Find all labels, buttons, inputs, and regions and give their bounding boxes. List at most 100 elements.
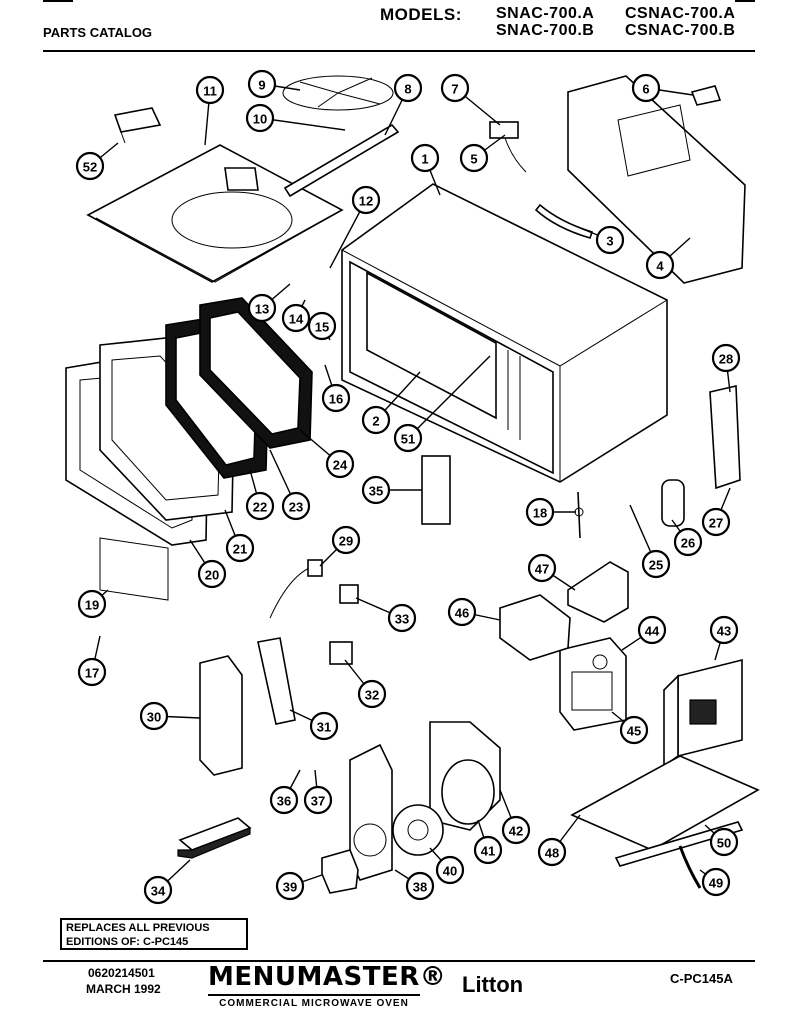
callout-number: 48 <box>545 846 559 861</box>
callout-number: 50 <box>717 836 731 851</box>
callout-number: 23 <box>289 500 303 515</box>
callout-number: 33 <box>395 612 409 627</box>
callout-number: 42 <box>509 824 523 839</box>
callout-14: 14 <box>281 303 311 333</box>
model-name: SNAC-700.B <box>496 22 595 39</box>
callout-number: 45 <box>627 724 641 739</box>
callout-circle <box>357 679 387 709</box>
callout-circle <box>525 497 555 527</box>
callout-circle <box>393 423 423 453</box>
callout-number: 8 <box>404 82 411 97</box>
callout-number: 14 <box>289 312 304 327</box>
callout-5: 5 <box>459 143 489 173</box>
callout-circle <box>701 867 731 897</box>
waveguide-bar-8 <box>283 123 400 198</box>
replaces-line: REPLACES ALL PREVIOUS <box>66 922 210 934</box>
callout-number: 12 <box>359 194 373 209</box>
callout-47: 47 <box>527 553 557 583</box>
diode-18 <box>574 491 584 539</box>
callout-15: 15 <box>307 311 337 341</box>
callout-leader-51 <box>407 355 491 439</box>
callout-6: 6 <box>631 73 661 103</box>
cable-3 <box>534 203 594 239</box>
callout-49: 49 <box>701 867 731 897</box>
callout-number: 9 <box>258 78 265 93</box>
callout-number: 3 <box>606 234 613 249</box>
callout-number: 27 <box>709 516 723 531</box>
callout-circle <box>143 875 173 905</box>
callout-circle <box>459 143 489 173</box>
callout-34: 34 <box>143 875 173 905</box>
callout-52: 52 <box>75 151 105 181</box>
callout-number: 16 <box>329 392 343 407</box>
callout-28: 28 <box>711 343 741 373</box>
callout-23: 23 <box>281 491 311 521</box>
callout-circle <box>527 553 557 583</box>
callout-circle <box>637 615 667 645</box>
bracket-52 <box>113 107 162 144</box>
callout-13: 13 <box>247 293 277 323</box>
callout-circle <box>75 151 105 181</box>
callout-number: 25 <box>649 558 663 573</box>
callout-37: 37 <box>303 785 333 815</box>
callout-number: 32 <box>365 688 379 703</box>
switch-35 <box>421 455 451 525</box>
callout-number: 41 <box>481 844 495 859</box>
callout-number: 21 <box>233 542 247 557</box>
callout-21: 21 <box>225 533 255 563</box>
callout-circle <box>303 785 333 815</box>
callout-51: 51 <box>393 423 423 453</box>
brand-logo: MENUMASTER® <box>208 962 447 992</box>
callout-42: 42 <box>501 815 531 845</box>
callout-33: 33 <box>387 603 417 633</box>
callout-43: 43 <box>709 615 739 645</box>
callout-38: 38 <box>405 871 435 901</box>
callout-11: 11 <box>195 75 225 105</box>
callout-circle <box>435 855 465 885</box>
callout-number: 6 <box>642 82 649 97</box>
callout-circle <box>701 507 731 537</box>
callout-circle <box>247 293 277 323</box>
callout-45: 45 <box>619 715 649 745</box>
callout-number: 22 <box>253 500 267 515</box>
capacitor-26 <box>661 479 685 527</box>
callout-circle <box>473 835 503 865</box>
callout-circle <box>619 715 649 745</box>
callout-circle <box>447 597 477 627</box>
callout-number: 11 <box>203 84 217 99</box>
callout-number: 40 <box>443 864 457 879</box>
callout-number: 18 <box>533 506 547 521</box>
callout-leader-10 <box>259 117 346 131</box>
callout-circle <box>361 475 391 505</box>
door-seal-24 <box>199 297 313 449</box>
brand-subtitle: COMMERCIAL MICROWAVE OVEN <box>208 994 420 1009</box>
cavity-top-plate <box>86 144 344 283</box>
callout-number: 5 <box>470 152 477 167</box>
callout-circle <box>673 527 703 557</box>
callout-circle <box>645 250 675 280</box>
callout-number: 31 <box>317 720 331 735</box>
header-rule-right <box>735 0 755 2</box>
callout-48: 48 <box>537 837 567 867</box>
harness-29 <box>269 559 323 619</box>
blower-duct-41 <box>429 721 501 831</box>
callout-circle <box>321 383 351 413</box>
callout-number: 30 <box>147 710 161 725</box>
callout-circle <box>501 815 531 845</box>
callout-19: 19 <box>77 589 107 619</box>
callout-number: 51 <box>401 432 415 447</box>
rear-panel-6 <box>567 75 746 284</box>
callout-number: 26 <box>681 536 695 551</box>
callout-circle <box>195 75 225 105</box>
callout-circle <box>331 525 361 555</box>
replaces-line: EDITIONS OF: C-PC145 <box>66 936 189 948</box>
control-board-34 <box>177 817 252 859</box>
callout-31: 31 <box>309 711 339 741</box>
callout-number: 29 <box>339 534 353 549</box>
model-name: SNAC-700.A <box>496 5 595 22</box>
callout-circle <box>709 615 739 645</box>
callout-circle <box>269 785 299 815</box>
stirrer-fan-9 <box>282 75 394 111</box>
